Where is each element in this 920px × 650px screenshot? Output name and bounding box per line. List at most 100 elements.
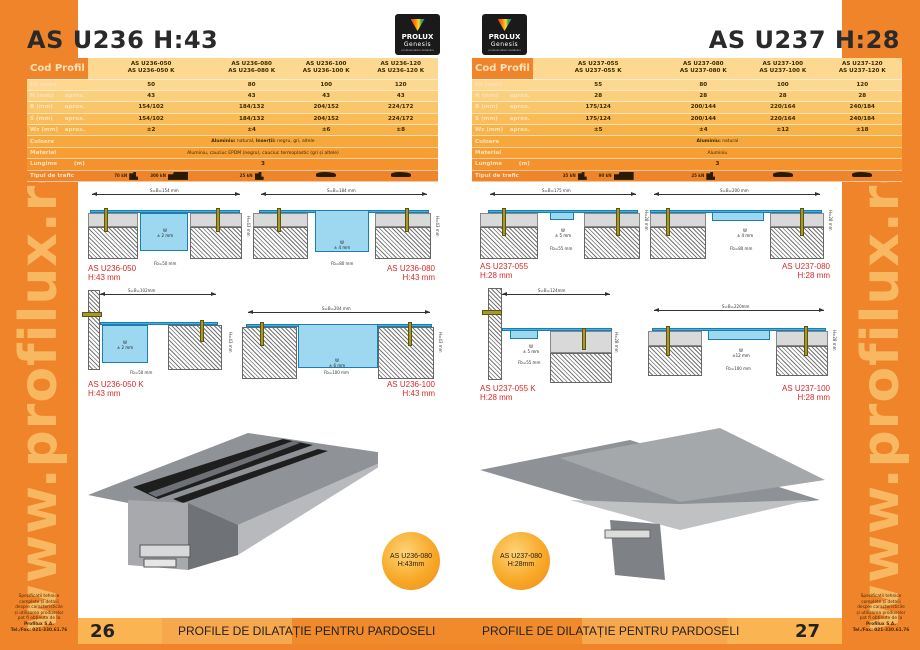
w-value: ± 5 mm xyxy=(522,349,540,354)
logo-sub: Genesis xyxy=(403,41,432,48)
badge-line2: H:43mm xyxy=(397,561,425,568)
screed xyxy=(648,331,702,346)
row-label: B (mm)aprox. xyxy=(472,101,533,114)
concrete xyxy=(242,327,297,379)
code2: AS U236-050 K xyxy=(127,68,175,75)
screw-icon xyxy=(582,328,586,350)
footer-title: PROFILE DE DILATAȚIE PENTRU PARDOSELI xyxy=(178,624,436,638)
code1: AS U236-080 xyxy=(231,61,272,68)
load-label: 35 kN xyxy=(562,173,576,179)
code2: AS U237-120 K xyxy=(838,68,886,75)
profile-body xyxy=(140,213,188,251)
culoare-text2: negru, gri, altele xyxy=(275,139,315,145)
page-footer: PROFILE DE DILATAȚIE PENTRU PARDOSELI 27 xyxy=(460,618,842,644)
forklift-icon xyxy=(254,171,264,180)
cover-plate xyxy=(502,328,612,331)
w-value: ± 4 mm xyxy=(333,245,351,250)
diagram-u236-080: S=B=184 mm W± 4 mm Fb=80 mm H=43 mm xyxy=(253,188,440,283)
dimension-line xyxy=(490,192,636,196)
cell: 120 xyxy=(363,79,438,91)
diagram-u236-050: S=B=154 mm W± 2 mm Fb=50 mm H=43 mm xyxy=(88,188,251,283)
row-label: Material xyxy=(27,147,88,160)
caption-name: AS U236-080 xyxy=(386,264,435,273)
fb-label: Fb=50 mm xyxy=(130,370,153,375)
profile-link xyxy=(510,330,538,339)
code2: AS U236-120 K xyxy=(377,68,425,75)
fb-label: Fb=100 mm xyxy=(726,366,751,371)
table-row: Fb (mm) 50 80 100 120 xyxy=(27,79,438,91)
logo-tagline: profesionalism detaliului xyxy=(488,48,521,52)
side-url-text: www.profilux.ro xyxy=(9,147,69,633)
row-label-text: B (mm) xyxy=(475,104,498,111)
row-label: H (mm)aprox. xyxy=(472,90,533,103)
contact-phone: Tel./Fax: 021-330.61.76 xyxy=(852,627,910,633)
traffic-item: 90 kN xyxy=(599,171,634,180)
cell: 120 xyxy=(822,79,902,91)
table-row-culoare: Culoare Aluminiu: natural xyxy=(472,135,902,148)
contact-line: și utilizarea produselor xyxy=(14,610,64,616)
cell: ±8 xyxy=(363,124,438,137)
row-label-text: Fb (mm) xyxy=(30,81,57,88)
contact-line: complete și detalii xyxy=(19,599,59,605)
row-label-text: Fb (mm) xyxy=(475,81,502,88)
cell: ±4 xyxy=(663,124,744,137)
concrete xyxy=(253,227,308,259)
code2: AS U236-080 K xyxy=(228,68,276,75)
caption-name: AS U237-080 xyxy=(781,262,830,271)
cell: 220/164 xyxy=(743,101,823,114)
w: W xyxy=(123,340,127,345)
header-label: Cod Profil xyxy=(472,58,533,80)
footer-title: PROFILE DE DILATAȚIE PENTRU PARDOSELI xyxy=(482,624,740,638)
wall xyxy=(488,288,502,380)
w-label: W± 4 mm xyxy=(327,240,357,250)
row-label: Tipul de trafic xyxy=(27,170,88,183)
screw-icon xyxy=(666,326,670,356)
trafic-cell xyxy=(822,170,902,183)
logo-sub: Genesis xyxy=(490,41,519,48)
page-title: AS U237 H:28 xyxy=(709,26,900,54)
row-suffix: aprox. xyxy=(64,93,85,100)
code2: AS U236-100 K xyxy=(302,68,350,75)
culoare-text1: natural, xyxy=(235,139,256,145)
w-value: ± 2 mm xyxy=(116,345,134,350)
traffic-item xyxy=(390,172,411,178)
cell: 220/164 xyxy=(743,113,823,126)
logo-brand: PROLUX xyxy=(401,33,434,41)
material-value: Aluminiu xyxy=(532,147,902,160)
row-label: Wz (mm)aprox. xyxy=(27,124,88,137)
code1: AS U237-055 xyxy=(577,61,619,68)
trafic-cell xyxy=(363,170,438,183)
contact-line: Specificații tehnice xyxy=(18,594,60,599)
concrete xyxy=(168,325,222,370)
row-label: Material xyxy=(472,147,533,160)
row-label-text: Lungime xyxy=(475,161,503,168)
diagram-u237-080: S=B=200 mm W± 4 mm Fb=80 mm H=28 mm xyxy=(650,188,833,268)
screw-icon xyxy=(405,208,409,232)
load-label: 70 kN xyxy=(114,173,128,179)
row-label-text: S (mm) xyxy=(30,115,53,122)
cell: 175/124 xyxy=(532,113,664,126)
dimension-label: S=B=124mm xyxy=(538,288,566,293)
culoare-bold2: Inserții: xyxy=(255,139,276,145)
h-label: H=43 mm xyxy=(435,216,440,237)
screed xyxy=(480,213,538,227)
prolux-logo: PROLUX Genesis profesionalism detaliului xyxy=(395,14,440,55)
page-27: www.profilux.ro AS U237 H:28 PROLUX Gene… xyxy=(460,0,920,650)
profile-body xyxy=(102,325,148,363)
badge-line1: AS U237-080 xyxy=(499,553,543,560)
table-row: Wz (mm)aprox. ±2 ±4 ±6 ±8 xyxy=(27,124,438,137)
bottom-strip xyxy=(460,644,920,650)
code1: AS U236-120 xyxy=(380,61,421,68)
contact-line: despre caracteristicile xyxy=(857,605,905,611)
table-row-culoare: Culoare Aluminiu: natural, Inserții: neg… xyxy=(27,135,438,148)
table-row-lungime: Lungime(m) 3 xyxy=(472,158,902,171)
row-label: Tipul de trafic xyxy=(472,170,533,183)
diagram-u236-050k: S=B=102mm W± 2 mm Fb=50 mm H=43 mm xyxy=(82,288,233,375)
cell: ±12 xyxy=(743,124,823,137)
page-footer: 26 PROFILE DE DILATAȚIE PENTRU PARDOSELI xyxy=(78,618,460,644)
w-value: ± 2 mm xyxy=(156,233,174,238)
